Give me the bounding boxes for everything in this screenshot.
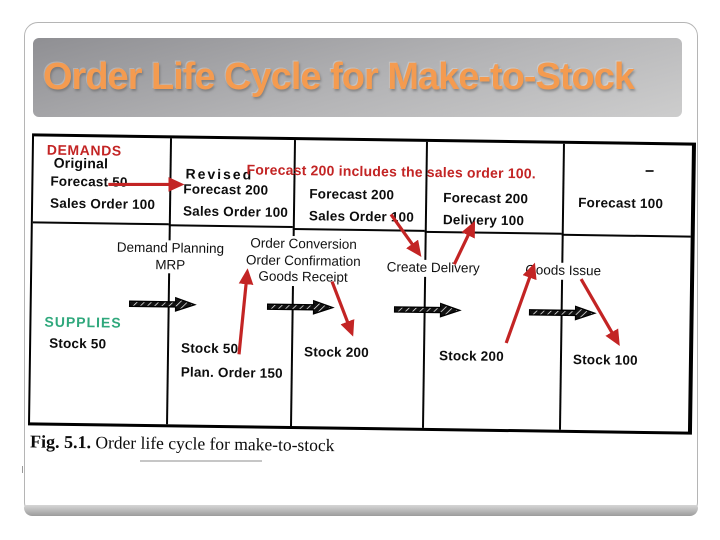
supply-item: Plan. Order 150	[180, 364, 283, 381]
process-arrow-icon	[128, 296, 197, 312]
scan-artifact	[140, 460, 262, 462]
scan-artifact	[645, 169, 654, 173]
red-arrow-planorder-to-confirmation	[237, 268, 254, 355]
column-divider	[558, 143, 565, 430]
supply-item: Stock 200	[438, 348, 504, 364]
caption-label: Fig. 5.1.	[29, 431, 92, 453]
caption-text: Order life cycle for make-to-stock	[95, 432, 335, 456]
demand-item: Forecast 200	[443, 190, 529, 207]
annotation-note: Forecast 200 includes the sales order 10…	[246, 161, 537, 182]
demand-item: Forecast 100	[578, 195, 664, 212]
process-label-order-conversion: Order Conversion Order Confirmation Good…	[222, 235, 384, 287]
slide-bottom-edge	[24, 505, 698, 516]
process-arrow-icon	[528, 305, 597, 321]
process-arrow-icon	[266, 299, 335, 315]
demand-item: Sales Order 100	[182, 203, 289, 220]
supply-item: Stock 200	[303, 344, 369, 361]
supply-item: Stock 50	[49, 335, 107, 352]
demand-item: Sales Order 100	[308, 208, 415, 225]
demand-item: Sales Order 100	[49, 195, 156, 213]
demand-item: Forecast 200	[183, 181, 269, 198]
demand-cell-border	[32, 221, 169, 226]
scan-artifact	[22, 466, 23, 473]
title-bar: Order Life Cycle for Make-to-Stock	[33, 38, 682, 117]
supply-item: Stock 100	[572, 351, 638, 368]
supply-item: Stock 50	[180, 340, 239, 357]
order-lifecycle-diagram: DEMANDS SUPPLIES Original Revised Foreca…	[27, 133, 697, 435]
supplies-label: SUPPLIES	[44, 313, 122, 331]
demand-item: Forecast 200	[309, 186, 395, 203]
process-arrow-icon	[393, 302, 462, 318]
slide-title: Order Life Cycle for Make-to-Stock	[43, 56, 635, 98]
column-divider	[166, 138, 173, 425]
demand-cell-border	[561, 233, 691, 238]
process-label-goods-issue: Goods Issue	[493, 261, 634, 281]
demand-cell-border	[168, 224, 293, 229]
process-label-create-delivery: Create Delivery	[363, 259, 504, 278]
column-divider	[421, 141, 428, 428]
demand-item: Forecast 50	[50, 173, 128, 190]
demand-item: Delivery 100	[442, 212, 525, 229]
